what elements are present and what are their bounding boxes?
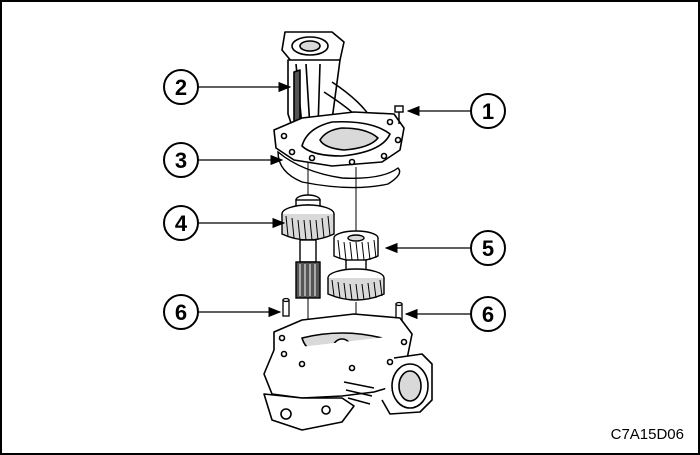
- callout-4: 4: [163, 205, 199, 241]
- svg-text:2: 2: [175, 75, 187, 100]
- countershaft-gear: [327, 230, 385, 301]
- svg-text:4: 4: [175, 211, 188, 236]
- bolt: [394, 105, 404, 124]
- callout-6-right: 6: [470, 296, 506, 332]
- callout-2: 2: [163, 69, 199, 105]
- svg-text:6: 6: [175, 300, 187, 325]
- leader-lines: [198, 81, 470, 320]
- svg-text:5: 5: [482, 236, 494, 261]
- svg-text:3: 3: [175, 148, 187, 173]
- input-shaft-gear: [281, 194, 335, 299]
- callout-1: 1: [470, 93, 506, 129]
- callout-3: 3: [163, 142, 199, 178]
- svg-text:1: 1: [482, 99, 494, 124]
- svg-text:6: 6: [482, 302, 494, 327]
- figure-code: C7A15D06: [610, 426, 684, 443]
- callout-5: 5: [470, 230, 506, 266]
- upper-housing: [273, 31, 405, 167]
- dowel-pin: [282, 297, 403, 321]
- callout-6-left: 6: [163, 294, 199, 330]
- lower-housing: [263, 313, 433, 431]
